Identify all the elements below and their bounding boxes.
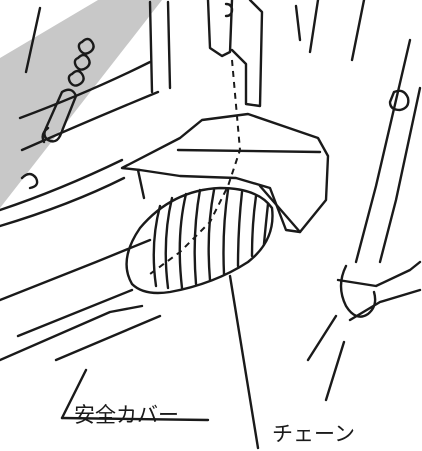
lower-right-line [306, 314, 346, 402]
clip-handle [20, 126, 50, 190]
safety-cover-underline [60, 416, 210, 422]
shaft-tube [0, 238, 152, 362]
safety-cover-housing [120, 112, 330, 234]
shaded-band [0, 0, 162, 208]
left-frame [0, 60, 160, 228]
right-pivot [388, 89, 410, 112]
chain-leader [228, 274, 260, 450]
safety-cover-leader [60, 368, 88, 420]
right-frame [354, 38, 422, 264]
safety-chain-dashed [149, 59, 242, 275]
left-post [148, 0, 172, 94]
upper-bracket [206, 0, 264, 108]
shaft-ground [16, 288, 162, 362]
bellows-ribs [152, 188, 270, 290]
safety-cover-label: 安全カバー [74, 403, 179, 427]
bellows-boot [125, 186, 274, 295]
hanging-chain [67, 37, 95, 87]
cover-edge [136, 148, 322, 234]
upper-right-bars [294, 0, 366, 62]
left-top-line [24, 6, 42, 74]
right-lever [336, 260, 422, 322]
chain-label: チェーン [272, 422, 355, 446]
